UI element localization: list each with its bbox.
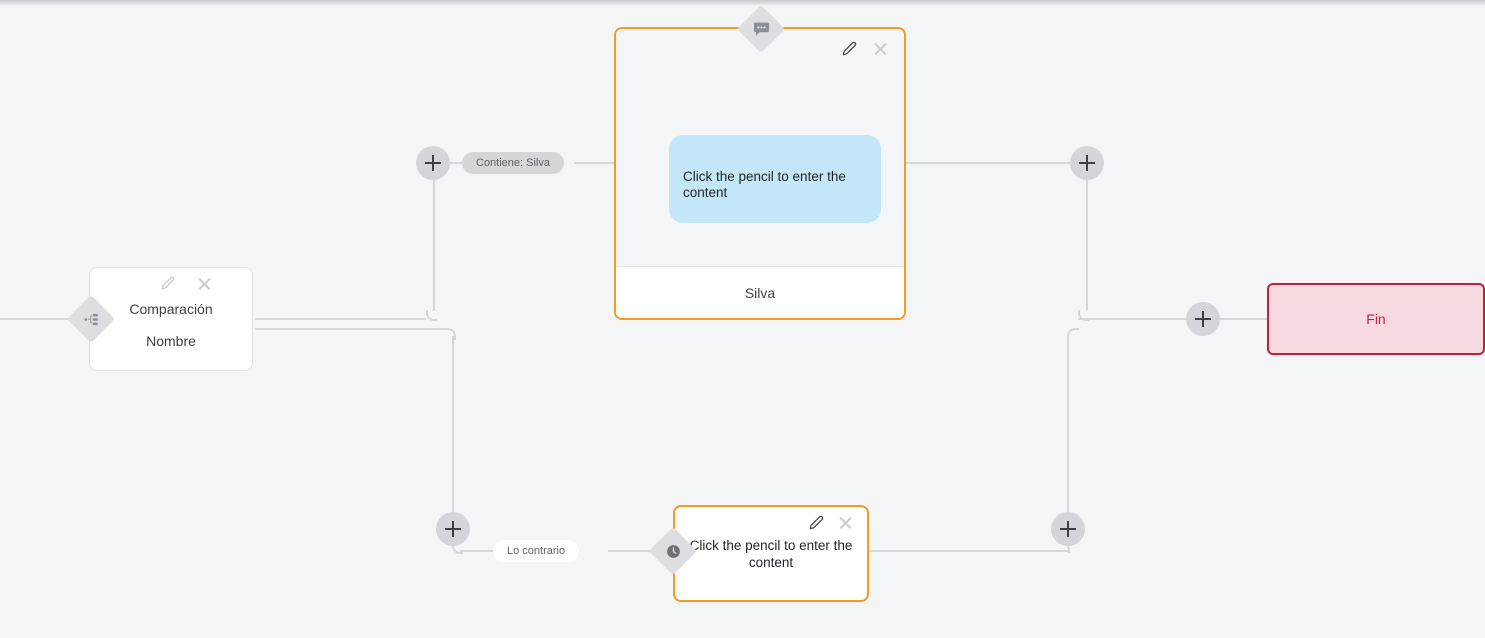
add-node-button-top-left[interactable] bbox=[416, 146, 450, 180]
clock-icon bbox=[656, 534, 690, 568]
end-node[interactable]: Fin bbox=[1267, 283, 1485, 355]
message-node-body: Click the pencil to enter the content bbox=[616, 67, 904, 266]
alternate-node-handle[interactable] bbox=[648, 526, 698, 576]
alternate-node-text: Click the pencil to enter the content bbox=[689, 538, 853, 570]
comparison-node[interactable]: Comparación Nombre bbox=[89, 267, 253, 371]
close-icon[interactable] bbox=[197, 276, 212, 291]
pencil-icon[interactable] bbox=[809, 515, 824, 530]
edge-canvas-entry bbox=[0, 318, 74, 320]
edge-small-node-to-plus bbox=[868, 550, 1068, 552]
add-node-button-bottom-right[interactable] bbox=[1051, 512, 1085, 546]
close-icon[interactable] bbox=[873, 41, 888, 56]
edge-up-to-plus-top bbox=[433, 180, 435, 311]
add-node-button-top-right[interactable] bbox=[1070, 146, 1104, 180]
comparison-node-toolbar bbox=[90, 268, 252, 298]
edge-right-down bbox=[1086, 180, 1088, 310]
branch-handle[interactable] bbox=[66, 294, 116, 344]
branch-icon bbox=[74, 302, 108, 336]
edge-down-to-plus-bottom bbox=[452, 336, 454, 514]
close-icon[interactable] bbox=[838, 515, 853, 530]
edge-corner-bottom-left bbox=[452, 543, 463, 554]
message-bubble[interactable]: Click the pencil to enter the content bbox=[669, 135, 881, 223]
chat-bubble-icon bbox=[744, 12, 778, 46]
message-node-toolbar bbox=[616, 29, 904, 67]
edge-corner-right-bottom-left bbox=[1078, 310, 1089, 321]
message-node[interactable]: Click the pencil to enter the content Si… bbox=[614, 27, 906, 320]
pencil-icon[interactable] bbox=[161, 276, 175, 290]
edge-label-otherwise[interactable]: Lo contrario bbox=[493, 540, 580, 562]
alternate-node[interactable]: Click the pencil to enter the content bbox=[673, 505, 869, 602]
edge-chip-to-main-node bbox=[574, 162, 615, 164]
comparison-node-title: Comparación bbox=[129, 301, 213, 317]
message-node-footer: Silva bbox=[616, 266, 904, 318]
edge-to-end-plus bbox=[1078, 318, 1188, 320]
edge-branch-down-h bbox=[255, 328, 445, 330]
comparison-node-text: Comparación Nombre bbox=[90, 298, 252, 352]
comparison-node-subtitle: Nombre bbox=[146, 333, 196, 349]
edge-label-contains[interactable]: Contiene: Silva bbox=[462, 152, 564, 174]
edge-right-branch-down bbox=[1067, 336, 1069, 514]
window-chrome-bar bbox=[0, 0, 1485, 7]
edge-chip-to-small-node bbox=[608, 550, 656, 552]
edge-main-node-to-plus bbox=[905, 162, 1071, 164]
edge-corner-right-down bbox=[1067, 328, 1079, 340]
alternate-node-toolbar bbox=[675, 507, 867, 537]
edge-corner-up-left bbox=[426, 310, 437, 321]
edge-plus-to-chip-bottom bbox=[460, 550, 494, 552]
edge-end-plus-to-fin bbox=[1220, 318, 1268, 320]
add-node-button-bottom-left[interactable] bbox=[436, 512, 470, 546]
edge-comparison-out bbox=[255, 318, 426, 320]
message-node-handle[interactable] bbox=[736, 4, 786, 54]
add-node-button-end[interactable] bbox=[1186, 302, 1220, 336]
pencil-icon[interactable] bbox=[842, 41, 857, 56]
edge-corner-down-right bbox=[444, 328, 456, 340]
